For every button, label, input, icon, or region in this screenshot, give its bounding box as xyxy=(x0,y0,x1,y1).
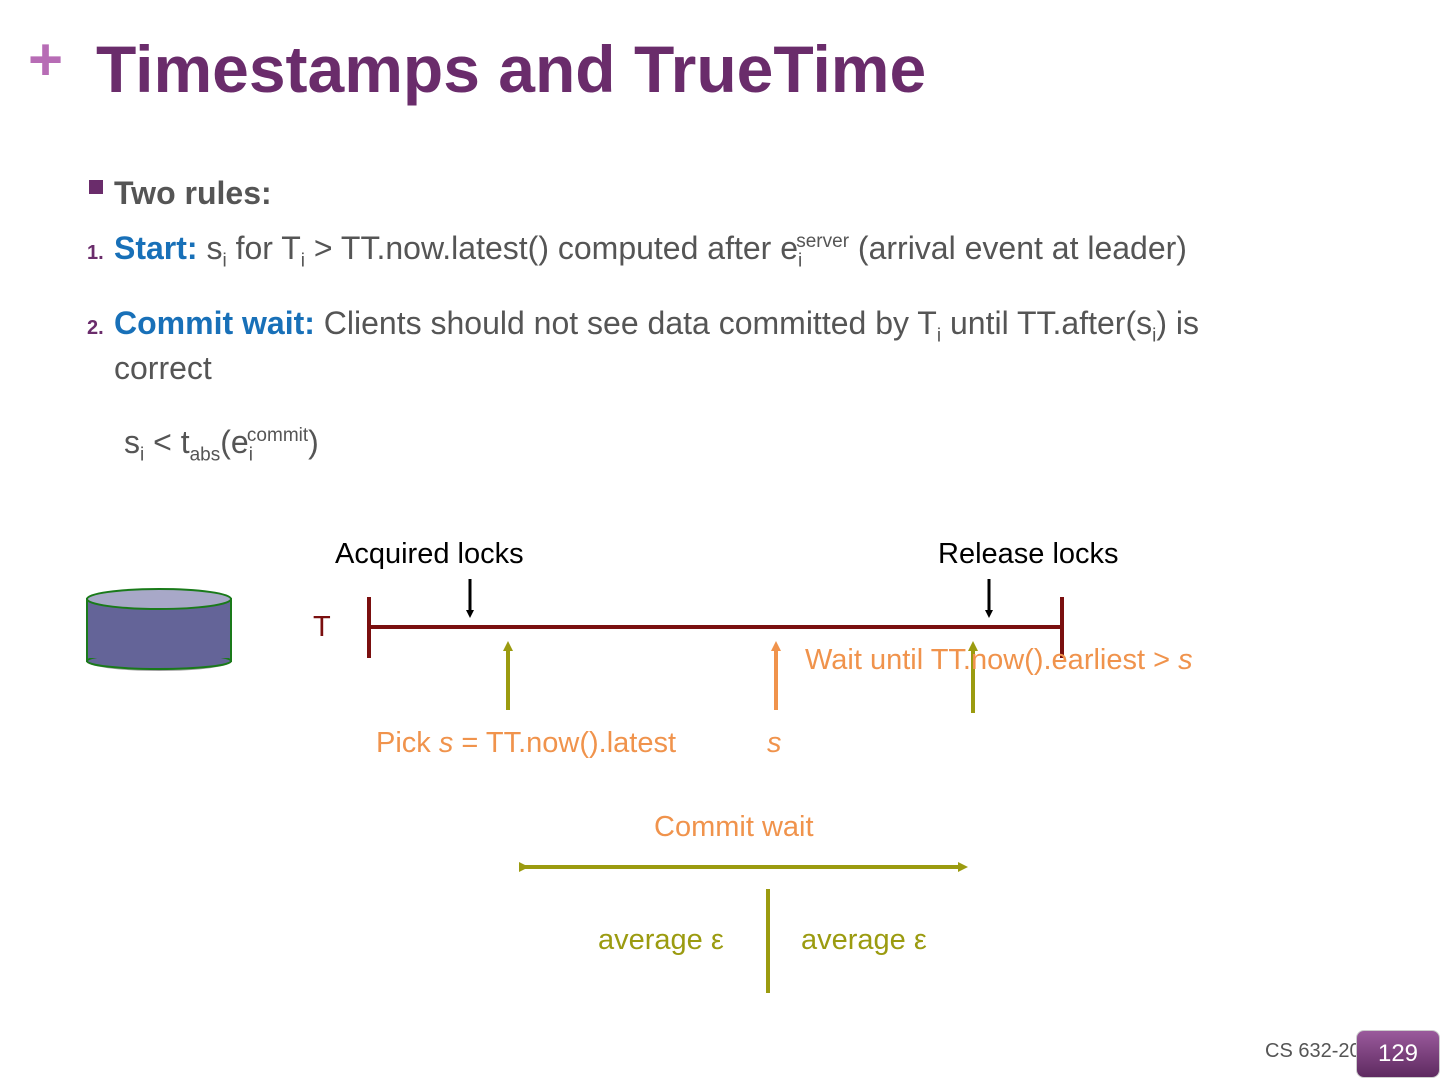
release-locks-label: Release locks xyxy=(938,538,1119,570)
rule-2-text: Clients should not see data committed by… xyxy=(314,305,937,341)
subscript: i xyxy=(798,250,803,272)
formula-text: < t xyxy=(144,424,190,460)
rules-heading: Two rules: xyxy=(114,175,272,211)
rule-1-text: (arrival event at leader) xyxy=(849,230,1187,266)
database-icon xyxy=(86,588,232,671)
rule-2-text: ) is xyxy=(1156,305,1199,341)
commit-wait-label: Commit wait xyxy=(654,811,814,843)
rule-2-label: Commit wait: xyxy=(114,305,315,341)
rule-1-text: for T xyxy=(226,230,301,266)
s-label: s xyxy=(767,727,782,759)
rule-1-text: > TT.now.latest() computed after e xyxy=(305,230,798,266)
subscript: i xyxy=(248,444,253,466)
rule-2-number: 2. xyxy=(87,317,104,339)
rule-1-label: Start: xyxy=(114,230,198,266)
pick-text: Pick xyxy=(376,727,439,759)
subscript: i xyxy=(300,250,306,272)
page-number: 129 xyxy=(1356,1030,1440,1078)
subscript: abs xyxy=(189,444,221,466)
wait-until-text: Wait until TT.now().earliest > xyxy=(805,644,1179,676)
bullet-square-icon xyxy=(89,180,103,194)
subscript: i xyxy=(222,250,227,272)
formula: si < tabs(eicommit) xyxy=(124,423,319,467)
pick-text: = TT.now().latest xyxy=(453,727,677,759)
formula-text: (e xyxy=(220,424,249,460)
average-epsilon-left: average ε xyxy=(598,924,724,956)
superscript: server xyxy=(796,231,850,253)
superscript: commit xyxy=(246,425,309,447)
wait-until-var: s xyxy=(1178,644,1193,676)
rule-1: Start: si for Ti > TT.now.latest() compu… xyxy=(114,229,1187,273)
pick-var: s xyxy=(438,727,454,759)
rule-1-text: s xyxy=(197,230,223,266)
rule-2-continuation: correct xyxy=(114,350,212,386)
plus-icon: + xyxy=(28,26,64,93)
rule-2: Commit wait: Clients should not see data… xyxy=(114,304,1199,348)
formula-text: s xyxy=(124,424,140,460)
rule-2-text: until TT.after(s xyxy=(941,305,1153,341)
t-label: T xyxy=(313,611,331,643)
pick-s-label: Pick s = TT.now().latest xyxy=(376,729,676,758)
subscript: i xyxy=(1152,325,1157,347)
rule-1-number: 1. xyxy=(87,242,104,264)
subscript: i xyxy=(140,444,145,466)
wait-until-label: Wait until TT.now().earliest > s xyxy=(805,646,1193,675)
footer-course: CS 632-2020 xyxy=(1265,1040,1383,1062)
average-epsilon-right: average ε xyxy=(801,924,927,956)
formula-text: ) xyxy=(308,424,319,460)
acquired-locks-label: Acquired locks xyxy=(335,538,524,570)
slide-title: Timestamps and TrueTime xyxy=(96,32,927,106)
subscript: i xyxy=(936,325,942,347)
